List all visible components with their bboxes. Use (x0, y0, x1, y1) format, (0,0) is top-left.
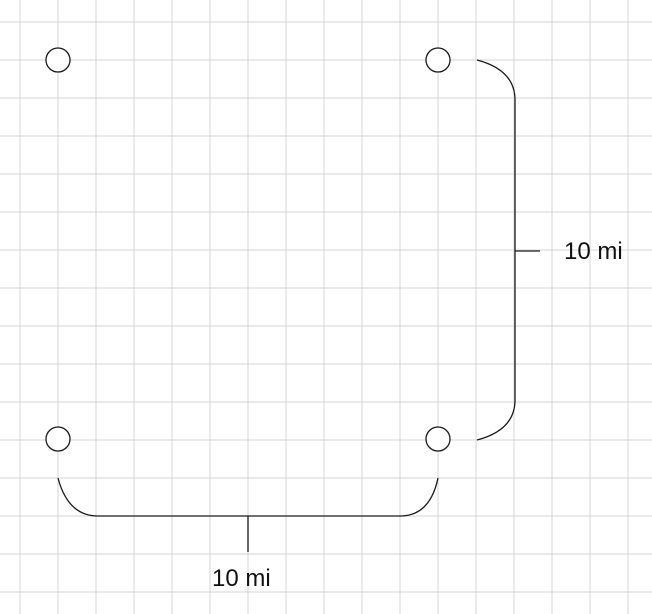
vertex-top-left (45, 47, 71, 73)
bottom-side-length-label: 10 mi (212, 565, 271, 592)
vertex-top-right (425, 47, 451, 73)
bottom-side-brace (57, 477, 439, 517)
right-side-length-label: 10 mi (564, 238, 623, 265)
right-side-brace (476, 59, 516, 441)
vertex-bottom-right (425, 426, 451, 452)
vertex-bottom-left (45, 426, 71, 452)
